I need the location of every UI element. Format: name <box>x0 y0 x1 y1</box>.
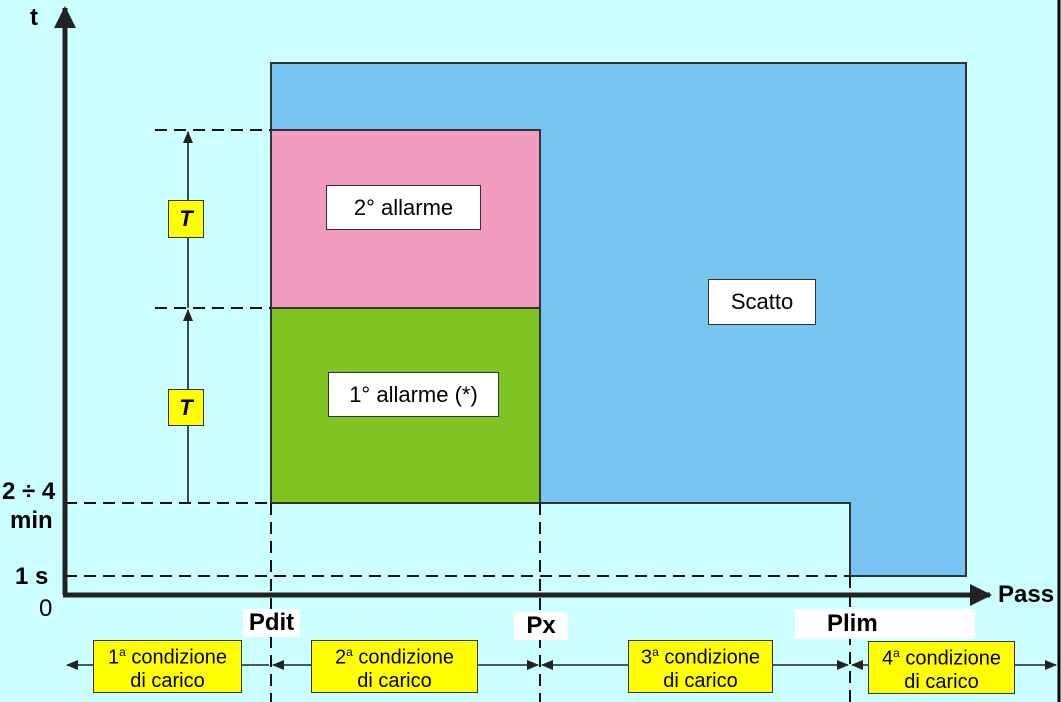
y-tick-1s: 1 s <box>15 563 49 590</box>
origin-label: 0 <box>39 595 53 622</box>
y-tick-range-top: 2 ÷ 4 <box>2 478 56 505</box>
trip-label: Scatto <box>708 279 816 325</box>
interval-t-lower: T <box>168 389 204 426</box>
y-tick-range-bottom: min <box>10 507 53 534</box>
guide-lines <box>65 129 851 702</box>
x-axis-label: Pass <box>998 581 1055 608</box>
x-tick-plim: Plim <box>795 609 975 639</box>
x-tick-px: Px <box>514 612 568 640</box>
x-tick-pdit: Pdit <box>243 609 300 637</box>
interval-t-upper: T <box>168 200 204 238</box>
alarm1-label: 1° allarme (*) <box>328 372 499 417</box>
alarm2-label: 2° allarme <box>326 185 481 230</box>
y-axis-label: t <box>30 4 38 31</box>
